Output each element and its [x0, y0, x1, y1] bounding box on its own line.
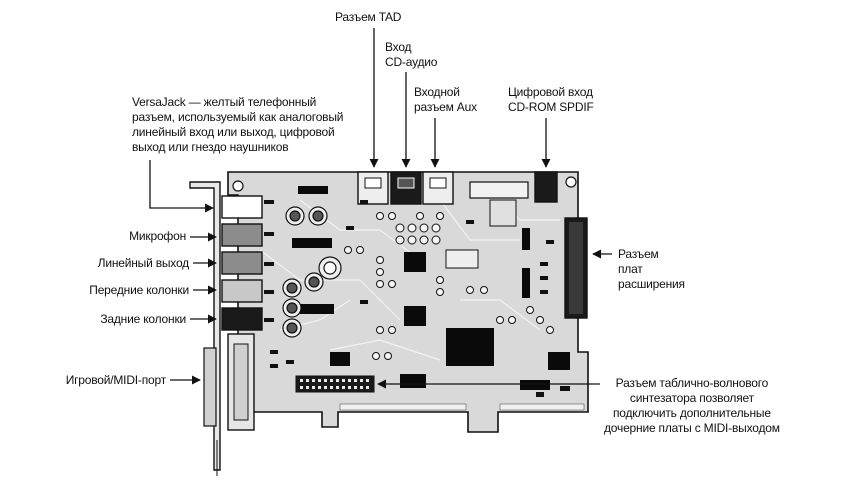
rear-speakers-label: Задние колонки [100, 312, 186, 326]
chip [522, 268, 530, 298]
versajack-port [221, 195, 263, 219]
tad-label: Разъем TAD [335, 10, 402, 24]
rear-speakers-port [221, 307, 263, 331]
chip [298, 186, 328, 194]
line-out-port [221, 251, 263, 275]
chip [520, 380, 550, 390]
capacitors [282, 206, 342, 338]
main-chip [446, 328, 494, 366]
chip [330, 352, 350, 366]
cd-audio-connector [390, 171, 422, 205]
chip [292, 238, 332, 248]
header-connector [469, 181, 529, 199]
spdif-connector [534, 171, 558, 203]
leader-arrows [149, 28, 612, 389]
aux-label: Входной разъем Aux [414, 85, 477, 114]
wavetable-label: Разъем таблично-волнового синтезатора по… [604, 376, 780, 435]
small-components [344, 212, 554, 360]
spdif-label: Цифровой вход CD-ROM SPDIF [508, 85, 594, 114]
chip [489, 199, 517, 227]
cd-audio-label: Вход CD-аудио [385, 40, 438, 69]
resistors [264, 200, 570, 397]
chip [300, 304, 334, 314]
microphone-label: Микрофон [129, 229, 186, 243]
chip [522, 228, 530, 250]
front-speakers-port [221, 279, 263, 303]
expansion-label: Разъем плат расширения [618, 247, 685, 291]
versajack-label: VersaJack — желтый телефонный разъем, ис… [132, 95, 344, 154]
game-midi-label: Игровой/MIDI-порт [65, 373, 167, 387]
front-speakers-label: Передние колонки [89, 283, 189, 297]
chip [445, 249, 479, 269]
expansion-connector [564, 217, 588, 319]
circuit-board [227, 171, 589, 433]
aux-connector [422, 171, 454, 205]
mounting-bracket [189, 181, 221, 476]
chip [548, 352, 570, 370]
tad-connector [357, 171, 389, 205]
chip [400, 374, 426, 388]
chip [404, 252, 426, 272]
chip [404, 306, 426, 326]
game-midi-port [203, 333, 255, 431]
line-out-label: Линейный выход [97, 256, 190, 270]
arrow-icon [149, 160, 214, 213]
wavetable-connector [295, 375, 375, 393]
microphone-port [221, 223, 263, 247]
